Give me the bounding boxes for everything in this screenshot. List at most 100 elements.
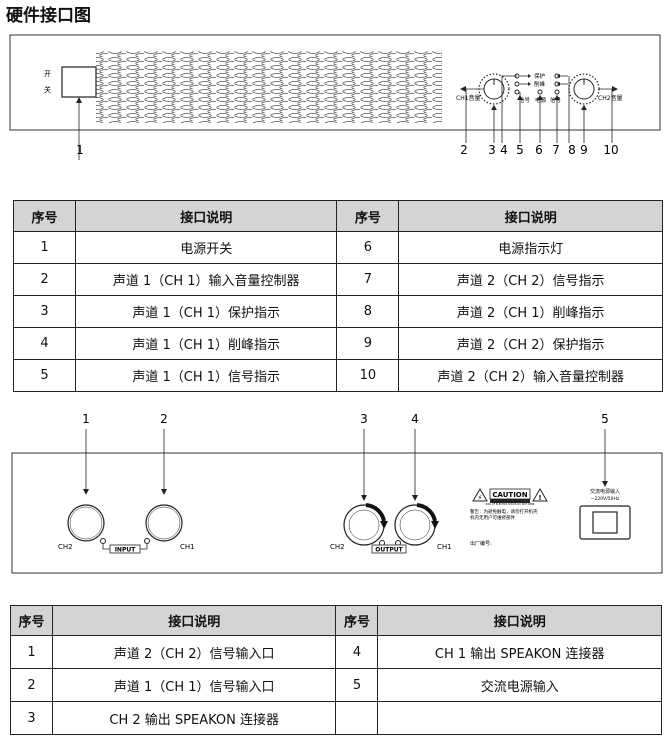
table-cell	[377, 701, 662, 735]
front-callout-1: 1	[76, 143, 84, 157]
table-cell: 3	[13, 295, 76, 328]
table-cell: 声道 1（CH 1）保护指示	[74, 295, 338, 328]
table-cell: 声道 1（CH 1）信号输入口	[51, 668, 337, 702]
header-index: 序号	[10, 605, 53, 636]
rear-panel-body	[11, 452, 663, 574]
table-cell: 交流电源输入	[377, 668, 662, 702]
table-cell: 6	[336, 231, 400, 264]
table-cell: 声道 1（CH 1）削峰指示	[74, 327, 338, 360]
ch1-input-label: CH1	[180, 543, 195, 551]
table-cell: 声道 2（CH 1）削峰指示	[398, 295, 663, 328]
front-callout-8: 8	[568, 143, 576, 157]
switch-label-on: 开	[44, 70, 51, 78]
table-cell: 8	[336, 295, 400, 328]
table-row: 5 声道 1（CH 1）信号指示 10 声道 2（CH 2）输入音量控制器	[13, 359, 663, 392]
caution-label: CAUTION	[492, 491, 527, 499]
caution-text-1: 警告：为避免触电，请勿打开机壳	[470, 508, 538, 515]
table-row: 3 CH 2 输出 SPEAKON 连接器	[10, 701, 662, 735]
table-cell	[335, 701, 379, 735]
rear-callout-1: 1	[82, 412, 90, 426]
front-interface-table: 序号 接口说明 序号 接口说明 1 电源开关 6 电源指示灯 2 声道 1（CH…	[13, 200, 663, 392]
front-callout-10: 10	[603, 143, 618, 157]
table-row: 1 电源开关 6 电源指示灯	[13, 231, 663, 264]
ch2-input-connector	[67, 504, 105, 542]
table-cell: 5	[13, 359, 76, 392]
ac-power-inlet	[579, 505, 631, 540]
table-header-row: 序号 接口说明 序号 接口说明	[10, 605, 662, 636]
front-callout-4: 4	[500, 143, 508, 157]
ch1-clip-led	[514, 81, 520, 87]
front-panel-diagram: 开 关 CH1音量 保护 削峰 信号 电源 信号 CH2音量	[9, 34, 661, 160]
rear-callout-2: 2	[160, 412, 168, 426]
ch1-signal-led	[514, 89, 520, 95]
header-desc: 接口说明	[74, 200, 338, 232]
ch1-output-label: CH1	[437, 543, 452, 551]
front-callout-5: 5	[516, 143, 524, 157]
caution-text-2: 机内无用户可维修部件	[470, 514, 515, 521]
ch2-volume-label: CH2音量	[598, 94, 623, 102]
front-callout-3: 3	[488, 143, 496, 157]
table-row: 4 声道 1（CH 1）削峰指示 9 声道 2（CH 2）保护指示	[13, 327, 663, 360]
exclamation-warning-icon	[532, 488, 548, 502]
front-callout-2: 2	[460, 143, 468, 157]
rear-panel-diagram: 1 2 3 4 5 CH2 CH1 INPUT CH2 CH1 OUTPUT	[11, 412, 663, 574]
header-desc: 接口说明	[51, 605, 337, 636]
table-row: 3 声道 1（CH 1）保护指示 8 声道 2（CH 1）削峰指示	[13, 295, 663, 328]
front-callout-6: 6	[535, 143, 543, 157]
table-cell: CH 1 输出 SPEAKON 连接器	[377, 635, 662, 669]
table-cell: 声道 1（CH 1）信号指示	[74, 359, 338, 392]
led-label-signal: 信号	[519, 96, 531, 104]
rear-interface-table: 序号 接口说明 序号 接口说明 1 声道 2（CH 2）信号输入口 4 CH 1…	[10, 605, 662, 735]
ch1-volume-label: CH1音量	[456, 94, 481, 102]
table-cell: 电源指示灯	[398, 231, 663, 264]
table-cell: 声道 2（CH 2）输入音量控制器	[398, 359, 663, 392]
led-label-protect: 保护	[534, 72, 546, 80]
table-cell: 9	[336, 327, 400, 360]
led-label-clip: 削峰	[534, 80, 546, 88]
header-index: 序号	[335, 605, 379, 636]
ch2-input-label: CH2	[58, 543, 73, 551]
serial-label: 出厂编号:	[470, 540, 492, 547]
table-cell: 5	[335, 668, 379, 702]
table-cell: 3	[10, 701, 53, 735]
table-cell: 电源开关	[74, 231, 338, 264]
rear-callout-3: 3	[360, 412, 368, 426]
switch-label-off: 关	[44, 85, 51, 94]
table-row: 2 声道 1（CH 1）信号输入口 5 交流电源输入	[10, 668, 662, 702]
rear-callout-5: 5	[601, 412, 609, 426]
table-cell: 4	[335, 635, 379, 669]
header-desc: 接口说明	[398, 200, 663, 232]
front-panel-body	[9, 34, 661, 131]
svg-text:⚡: ⚡	[478, 494, 483, 502]
power-switch	[61, 66, 97, 98]
header-desc: 接口说明	[377, 605, 662, 636]
ch1-input-connector	[145, 504, 183, 542]
table-cell: CH 2 输出 SPEAKON 连接器	[51, 701, 337, 735]
table-cell: 7	[336, 263, 400, 296]
table-cell: 声道 2（CH 2）信号指示	[398, 263, 663, 296]
table-row: 2 声道 1（CH 1）输入音量控制器 7 声道 2（CH 2）信号指示	[13, 263, 663, 296]
table-cell: 4	[13, 327, 76, 360]
shock-warning-icon	[472, 488, 488, 502]
table-cell: 声道 2（CH 2）信号输入口	[51, 635, 337, 669]
vent-grille	[96, 51, 442, 123]
caution-sub: RISK OF ELECTRIC SHOCK DO NOT OPEN	[486, 503, 535, 506]
table-cell: 2	[10, 668, 53, 702]
table-cell: 1	[13, 231, 76, 264]
output-label: OUTPUT	[375, 547, 403, 554]
table-cell: 2	[13, 263, 76, 296]
table-cell: 10	[336, 359, 400, 392]
table-row: 1 声道 2（CH 2）信号输入口 4 CH 1 输出 SPEAKON 连接器	[10, 635, 662, 669]
rear-callout-4: 4	[411, 412, 419, 426]
header-index: 序号	[13, 200, 76, 232]
ch2-signal-led	[554, 89, 560, 95]
ch2-output-label: CH2	[330, 543, 345, 551]
ac-label-1: 交流电源输入	[590, 488, 620, 495]
front-callout-9: 9	[580, 143, 588, 157]
svg-text:!: !	[538, 494, 541, 502]
input-label: INPUT	[115, 547, 137, 554]
header-index: 序号	[336, 200, 400, 232]
table-header-row: 序号 接口说明 序号 接口说明	[13, 200, 663, 232]
front-callout-7: 7	[552, 143, 560, 157]
power-led	[537, 89, 543, 95]
